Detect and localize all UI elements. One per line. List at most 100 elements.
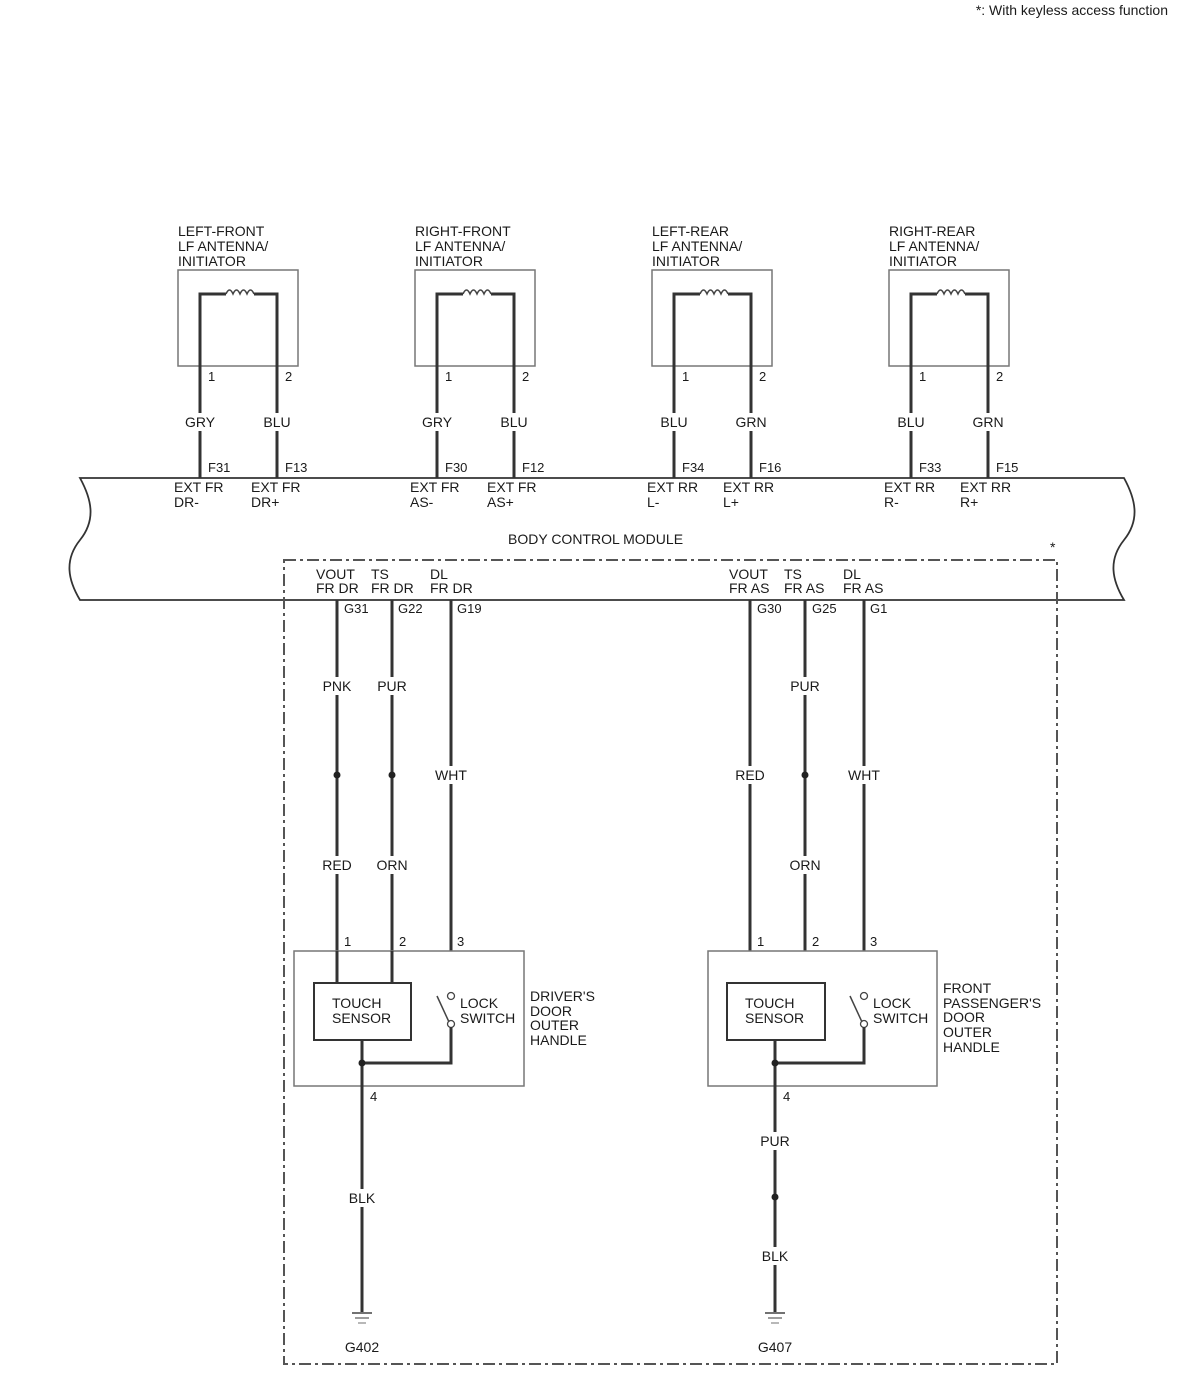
lock-switch-symbol (436, 995, 450, 1023)
antenna-left-rear: LEFT-REAR LF ANTENNA/ INITIATOR 1 2 BLU … (651, 223, 781, 478)
pin-number: 2 (399, 934, 406, 949)
handle-name: PASSENGER'S (943, 995, 1041, 1011)
lock-switch-label: SWITCH (460, 1010, 515, 1026)
bcm-signal-label: VOUT (316, 566, 355, 582)
terminal-label: G31 (344, 601, 369, 616)
bcm-signal-label: VOUT (729, 566, 768, 582)
bcm-signal-label: FR AS (843, 580, 883, 596)
antenna-title-line: RIGHT-REAR (889, 223, 975, 239)
pin-number: 1 (919, 369, 926, 384)
touch-sensor-label: TOUCH (332, 995, 382, 1011)
wire-color-label: BLU (897, 414, 924, 430)
wire-color-label: GRY (422, 414, 453, 430)
pin-number: 1 (208, 369, 215, 384)
splice-dot (333, 771, 341, 779)
bcm-signal-label: EXT FR (487, 479, 537, 495)
wire-color-label: GRN (972, 414, 1003, 430)
wire-color-label: BLU (660, 414, 687, 430)
wire-color-label: GRN (735, 414, 766, 430)
bcm-signal-label: EXT FR (174, 479, 224, 495)
bcm-signal-label: EXT RR (647, 479, 698, 495)
terminal-label: F15 (996, 460, 1018, 475)
ground-label: G402 (345, 1339, 379, 1355)
bcm-signal-label: DL (843, 566, 861, 582)
splice-dot (388, 771, 396, 779)
driver-door-handle-circuit: G31 G22 G19 PNK PUR WHT RED ORN 1 2 3 TO… (293, 600, 595, 1355)
terminal-label: F30 (445, 460, 467, 475)
switch-contact (446, 991, 456, 1001)
keyless-note: *: With keyless access function (976, 2, 1168, 18)
handle-name: DOOR (530, 1003, 572, 1019)
pin-number: 3 (870, 934, 877, 949)
lock-switch-label: LOCK (873, 995, 912, 1011)
lock-switch-label: SWITCH (873, 1010, 928, 1026)
wire-color-label: BLK (349, 1190, 376, 1206)
coil-symbol (699, 289, 729, 296)
bcm-signal-label: DL (430, 566, 448, 582)
antenna-right-rear: RIGHT-REAR LF ANTENNA/ INITIATOR 1 2 BLU… (888, 223, 1018, 478)
antenna-title-line: INITIATOR (415, 253, 483, 269)
bcm-signal-label: TS (371, 566, 389, 582)
lock-switch-label: LOCK (460, 995, 499, 1011)
bcm-signal-label: R+ (960, 494, 978, 510)
touch-sensor-box (726, 982, 826, 1041)
handle-name: OUTER (530, 1017, 579, 1033)
antenna-title-line: LF ANTENNA/ (889, 238, 979, 254)
lock-switch-symbol (849, 995, 863, 1023)
wire-color-label: WHT (435, 767, 467, 783)
body-control-module: BODY CONTROL MODULE EXT FR DR- EXT FR DR… (68, 477, 1136, 601)
wire-color-label: PUR (790, 678, 820, 694)
terminal-label: F31 (208, 460, 230, 475)
wire-color-label: WHT (848, 767, 880, 783)
bcm-signal-label: EXT FR (251, 479, 301, 495)
switch-contact (859, 991, 869, 1001)
splice-dot (771, 1193, 779, 1201)
antenna-box (414, 269, 536, 367)
pin-number: 1 (682, 369, 689, 384)
splice-dot (358, 1059, 366, 1067)
antenna-title-line: INITIATOR (178, 253, 246, 269)
bcm-signal-label: AS- (410, 494, 434, 510)
bcm-outline (68, 477, 1136, 601)
pin-number: 4 (370, 1089, 377, 1104)
antenna-title-line: LF ANTENNA/ (652, 238, 742, 254)
wire-color-label: BLK (762, 1248, 789, 1264)
bcm-signal-label: FR DR (316, 580, 359, 596)
ground-label: G407 (758, 1339, 792, 1355)
ground-icon (765, 1312, 785, 1324)
pin-number: 2 (996, 369, 1003, 384)
pin-number: 2 (759, 369, 766, 384)
bcm-label: BODY CONTROL MODULE (508, 531, 683, 547)
coil-symbol (936, 289, 966, 296)
splice-dot (771, 1059, 779, 1067)
bcm-signal-label: DR- (174, 494, 199, 510)
bcm-signal-label: FR AS (729, 580, 769, 596)
coil-symbol (462, 289, 492, 296)
wire-color-label: BLU (500, 414, 527, 430)
coil-symbol (225, 289, 255, 296)
terminal-label: F16 (759, 460, 781, 475)
touch-sensor-label: TOUCH (745, 995, 795, 1011)
antenna-title-line: LEFT-REAR (652, 223, 729, 239)
bcm-signal-label: FR DR (430, 580, 473, 596)
wire-color-label: RED (322, 857, 352, 873)
pin-number: 2 (812, 934, 819, 949)
keyless-region-outline (283, 559, 1058, 1365)
handle-name: DOOR (943, 1009, 985, 1025)
wire-color-label: RED (735, 767, 765, 783)
antenna-box (888, 269, 1010, 367)
pin-number: 2 (285, 369, 292, 384)
handle-name: HANDLE (530, 1032, 587, 1048)
handle-name: DRIVER'S (530, 988, 595, 1004)
handle-name: OUTER (943, 1024, 992, 1040)
antenna-title-line: RIGHT-FRONT (415, 223, 511, 239)
antenna-title-line: INITIATOR (889, 253, 957, 269)
pin-number: 1 (445, 369, 452, 384)
terminal-label: G19 (457, 601, 482, 616)
handle-name: FRONT (943, 980, 992, 996)
wire-color-label: BLU (263, 414, 290, 430)
antenna-left-front: LEFT-FRONT LF ANTENNA/ INITIATOR 1 2 GRY… (177, 223, 307, 478)
terminal-label: G22 (398, 601, 423, 616)
touch-sensor-box (313, 982, 412, 1041)
